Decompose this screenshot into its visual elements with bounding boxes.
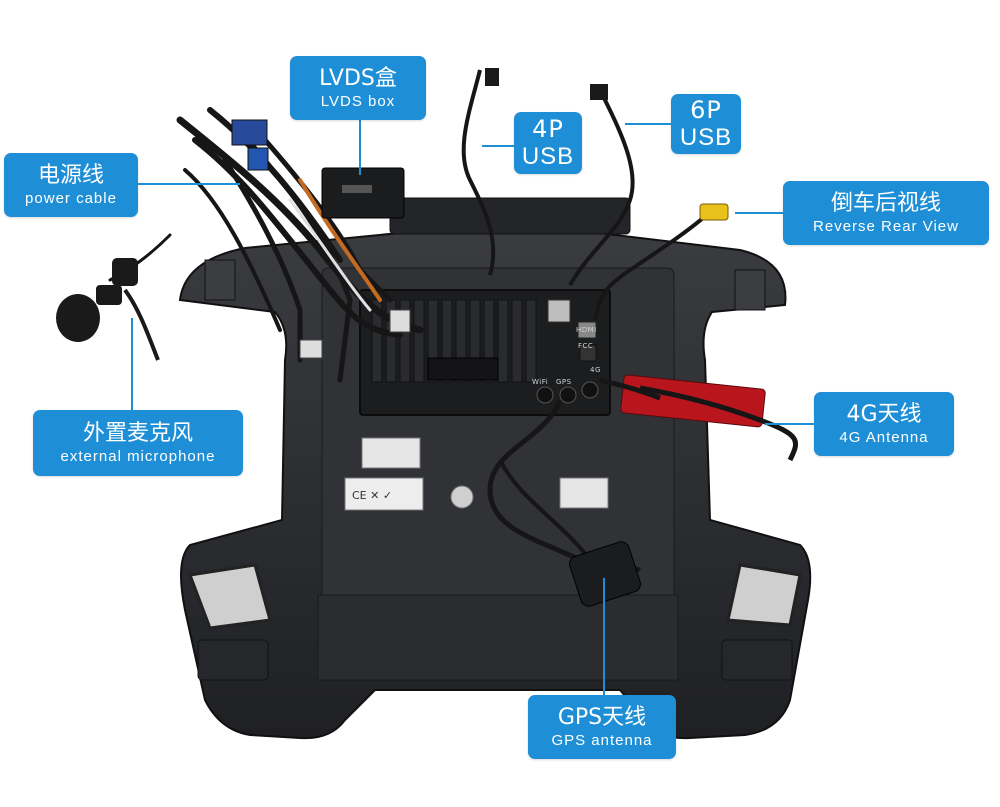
label-4g-antenna: 4G天线 4G Antenna [814,392,954,456]
label-4g-zh: 4G天线 [846,401,922,427]
label-lvds-en: LVDS box [320,92,396,110]
usb-4p-cable [461,69,496,276]
cert-sticker [344,477,424,511]
label-usb4-top: 4P [532,115,564,143]
label-lvds-zh: LVDS盒 [319,65,397,91]
svg-text:CE ✕ ✓: CE ✕ ✓ [352,489,392,502]
label-lvds-box: LVDS盒 LVDS box [290,56,426,120]
top-bracket [389,197,631,235]
left-vent [187,563,272,630]
label-reverse-rear-view: 倒车后视线 Reverse Rear View [783,181,989,245]
label-usb6-top: 6P [690,96,722,124]
port-4g-marking: 4G [590,366,601,374]
reverse-camera-cable [593,210,712,321]
label-external-microphone: 外置麦克风 external microphone [33,410,243,476]
gps-port-marking: GPS [556,378,572,386]
hdmi-marking: HDMI [576,326,597,334]
serial-sticker [361,437,421,469]
label-usb-6p: 6P USB [671,94,741,154]
label-power-en: power cable [25,189,117,207]
blue-connector [231,119,268,146]
fcc-marking: FCC [578,342,594,350]
wiring-harness [108,107,424,383]
label-gps-en: GPS antenna [551,731,653,749]
label-4g-en: 4G Antenna [839,428,929,446]
label-usb6-bottom: USB [679,124,733,151]
label-gps-antenna: GPS天线 GPS antenna [528,695,676,759]
label-power-cable: 电源线 power cable [4,153,138,217]
label-usb4-bottom: USB [521,143,575,170]
label-usb-4p: 4P USB [514,112,582,174]
wifi-marking: WiFi [532,378,549,386]
label-gps-zh: GPS天线 [557,704,647,730]
microphone [56,258,160,361]
label-reverse-zh: 倒车后视线 [830,190,941,216]
label-reverse-en: Reverse Rear View [813,217,959,235]
right-vent [726,563,802,627]
leader-lines [131,120,815,700]
label-mic-zh: 外置麦克风 [82,420,193,446]
usb-6p-cable [568,89,635,286]
gps-antenna [569,541,641,607]
gps-antenna-cable [487,399,582,563]
label-power-zh: 电源线 [37,162,104,188]
label-mic-en: external microphone [60,447,216,465]
